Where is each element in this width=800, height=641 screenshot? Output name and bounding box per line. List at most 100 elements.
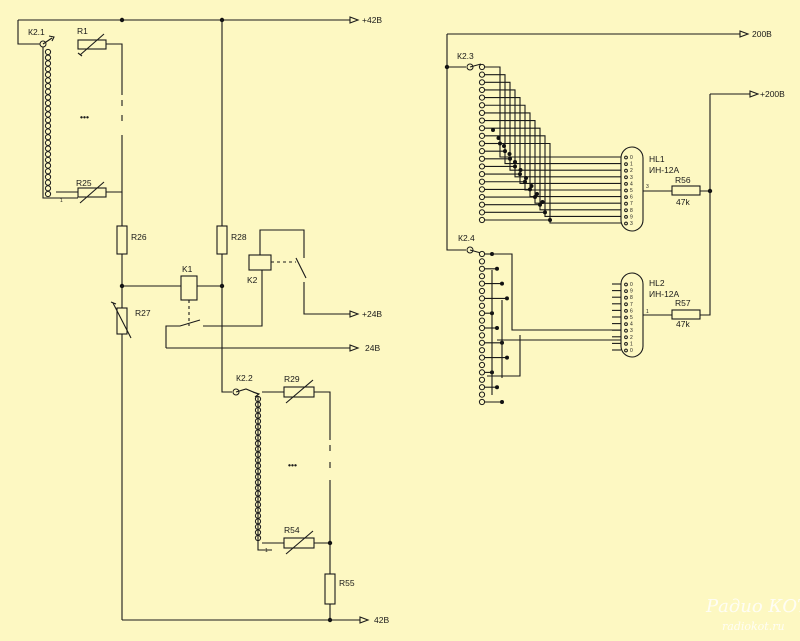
watermark-title: Радио КОТ xyxy=(705,596,800,617)
junction-dot xyxy=(496,136,501,140)
switch-contact xyxy=(478,125,486,132)
resistor-r57 xyxy=(671,309,701,320)
resistor-r57-value: 47k xyxy=(676,319,690,329)
resistor-chain-ellipsis-2: ••• xyxy=(288,460,297,470)
nixie-tube-hl1-type: ИН-12А xyxy=(649,165,680,175)
tube-pin xyxy=(624,155,628,160)
junction-dot xyxy=(528,187,532,192)
rail-24v-label: 24В xyxy=(365,343,380,353)
switch-contact xyxy=(478,117,486,124)
resistor-r55-label: R55 xyxy=(339,578,355,588)
switch-contact xyxy=(478,155,486,162)
wire xyxy=(485,112,621,198)
nixie-tube-hl2-anode-pin: 1 xyxy=(646,309,649,315)
tube-pin-number: 8 xyxy=(630,295,633,301)
tube-pin xyxy=(624,162,628,167)
switch-contact xyxy=(478,102,486,109)
switch-contact xyxy=(44,190,52,198)
junction-dot xyxy=(523,179,527,184)
switch-k2-4-label: К2.4 xyxy=(458,233,475,243)
resistor-r56-value: 47k xyxy=(676,197,690,207)
switch-contact xyxy=(478,280,486,287)
tube-pin-number: 9 xyxy=(630,214,633,220)
switch-contact xyxy=(478,287,486,295)
tube-pin xyxy=(624,335,628,340)
switch-contact xyxy=(478,295,486,302)
switch-contact xyxy=(478,148,486,155)
switch-contact xyxy=(44,162,52,169)
junction-dot xyxy=(513,164,517,169)
wire xyxy=(485,81,621,171)
junction-dot xyxy=(500,281,504,286)
wire xyxy=(485,120,621,204)
rail-42v-label: 42В xyxy=(374,615,389,625)
switch-contact xyxy=(44,117,52,124)
tube-pin xyxy=(624,208,628,213)
resistor-r1-label: R1 xyxy=(77,26,88,36)
tube-pin-number: 7 xyxy=(630,302,633,308)
resistor-r25-label: R25 xyxy=(76,178,92,188)
switch-contact xyxy=(478,369,486,376)
resistor-r26 xyxy=(116,225,128,255)
switch-contact xyxy=(478,171,486,178)
switch-contact xyxy=(478,376,486,383)
tube-pin xyxy=(624,282,628,287)
tube-pin-number: 6 xyxy=(630,195,633,201)
tube-pin xyxy=(624,182,628,186)
relay-k1-label: K1 xyxy=(182,264,193,274)
wire xyxy=(491,270,503,395)
tube-pin xyxy=(624,188,628,193)
watermark-url: radiokot.ru xyxy=(722,620,785,633)
switch-contact xyxy=(478,216,486,224)
tube-pin-number: 9 xyxy=(630,289,633,295)
tube-pin-number: 4 xyxy=(630,181,633,187)
tube-pin xyxy=(624,215,628,219)
switch-contact xyxy=(478,391,486,398)
nixie-tube-hl1-anode-pin: 3 xyxy=(646,184,649,190)
switch-contact xyxy=(44,82,52,90)
nixie-tube-hl1-label: HL1 xyxy=(649,154,665,164)
switch-contact xyxy=(478,178,486,185)
rail-plus-200v-label: +200В xyxy=(760,89,785,99)
junction-dot xyxy=(518,172,522,177)
tube-pin-number: 5 xyxy=(630,315,633,321)
switch-k2-2-pin-one: 1 xyxy=(265,548,268,554)
junction-dot xyxy=(495,266,499,271)
wire xyxy=(485,97,621,184)
switch-contact xyxy=(478,317,486,324)
tube-pin xyxy=(624,289,628,294)
switch-contact xyxy=(44,88,52,95)
switch-contact xyxy=(44,77,52,84)
resistor-r54-label: R54 xyxy=(284,525,300,535)
resistor-chain-ellipsis: ••• xyxy=(80,112,89,122)
switch-contact xyxy=(478,140,486,147)
tube-pin-number: 4 xyxy=(630,322,633,328)
switch-contact xyxy=(478,265,486,272)
tube-pin xyxy=(624,322,628,327)
resistor-r57-label: R57 xyxy=(675,298,691,308)
switch-contact xyxy=(478,347,486,354)
switch-contact xyxy=(44,122,52,129)
wire xyxy=(485,89,621,178)
nixie-tube-hl2-type: ИН-12А xyxy=(649,289,680,299)
junction-dot xyxy=(491,128,495,132)
switch-k2-4-contacts xyxy=(478,250,486,406)
tube-pin xyxy=(624,168,628,173)
switch-contact xyxy=(44,111,52,118)
switch-contact xyxy=(478,398,486,406)
switch-contact xyxy=(44,156,52,164)
resistor-r28-label: R28 xyxy=(231,232,247,242)
wire xyxy=(487,335,521,377)
tube-pin-number: 6 xyxy=(630,308,633,314)
junction-dot xyxy=(507,152,512,156)
junction-dot xyxy=(529,184,534,188)
switch-contact xyxy=(478,384,486,391)
tube-pin-number: 3 xyxy=(630,175,633,181)
switch-k2-2-label: К2.2 xyxy=(236,373,253,383)
tube-pin-number: 8 xyxy=(630,208,633,214)
junction-dot xyxy=(498,141,502,146)
switch-contact xyxy=(478,302,486,309)
wire xyxy=(492,253,621,331)
